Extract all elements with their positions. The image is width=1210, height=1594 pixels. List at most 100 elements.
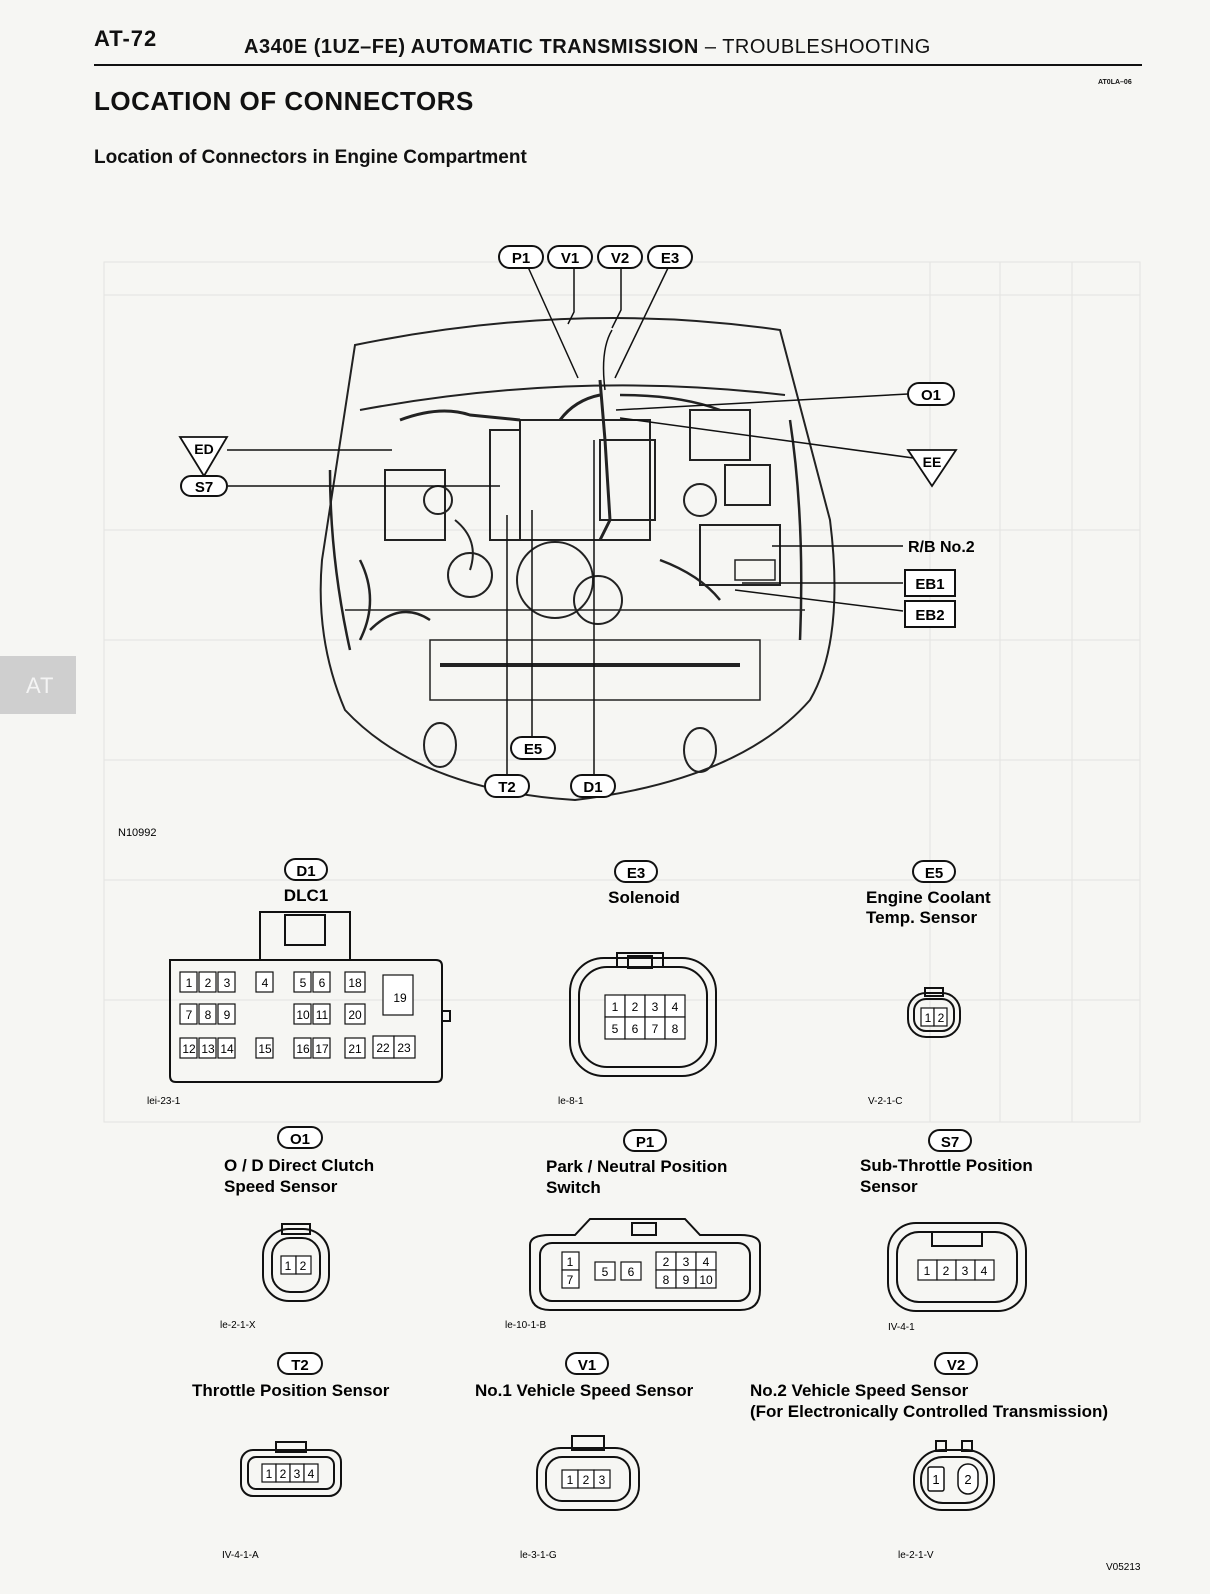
leader-lines: [227, 266, 929, 775]
connector-o1-name: O / D Direct Clutch: [224, 1156, 374, 1175]
v2-pin: 2: [964, 1472, 971, 1487]
page-number: AT-72: [94, 26, 158, 51]
connector-v1-code: V1: [578, 1357, 596, 1374]
relay-box-label: R/B No.2: [908, 539, 975, 556]
v1-pin: 3: [599, 1473, 606, 1487]
callout-e5-label: E5: [524, 741, 542, 758]
s7-pin: 2: [943, 1264, 950, 1278]
box-eb1-label: EB1: [915, 576, 944, 593]
d1-pin: 17: [315, 1042, 329, 1056]
e3-pin: 6: [632, 1022, 639, 1036]
e5-pin: 2: [938, 1011, 945, 1025]
callout-s7: S7: [180, 475, 228, 497]
triangle-ed: ED: [178, 436, 229, 478]
d1-pin: 6: [319, 976, 326, 990]
side-tab-label: AT: [26, 673, 55, 698]
triangle-ee: EE: [906, 449, 958, 488]
connector-v1-name: No.1 Vehicle Speed Sensor: [475, 1381, 694, 1400]
callout-t2: T2: [484, 774, 530, 798]
connector-p1-name: Park / Neutral Position: [546, 1157, 727, 1176]
header-rule: [94, 64, 1142, 66]
p1-pin: 1: [567, 1255, 574, 1269]
engine-compartment-drawing: [319, 317, 836, 802]
e3-pin: 8: [672, 1022, 679, 1036]
connector-v2-name: No.2 Vehicle Speed Sensor: [750, 1381, 969, 1400]
d1-pin: 8: [205, 1008, 212, 1022]
header-title-dash: –: [698, 36, 723, 58]
v2-pin: 1: [932, 1472, 939, 1487]
d1-pin: 19: [393, 991, 407, 1005]
callout-v1: V1: [547, 245, 593, 269]
t2-pin: 2: [280, 1467, 287, 1481]
callout-d1: D1: [570, 774, 616, 798]
connector-v1-ref: le-3-1-G: [520, 1550, 557, 1561]
d1-pin: 7: [186, 1008, 193, 1022]
connector-e5: E5 Engine Coolant Temp. Sensor 1 2 V-2-1…: [866, 860, 991, 1107]
d1-pin: 15: [258, 1042, 272, 1056]
connector-o1-ref: le-2-1-X: [220, 1320, 256, 1331]
p1-pin: 4: [703, 1255, 710, 1269]
connector-d1-name: DLC1: [284, 886, 328, 905]
connector-v2-code: V2: [947, 1357, 965, 1374]
connector-s7-ref: IV-4-1: [888, 1322, 915, 1333]
background-grid: [103, 261, 1141, 1123]
d1-pin: 3: [224, 976, 231, 990]
p1-pin: 3: [683, 1255, 690, 1269]
connector-e5-name2: Temp. Sensor: [866, 908, 978, 927]
p1-pin: 5: [602, 1265, 609, 1279]
v1-pin: 1: [567, 1473, 574, 1487]
d1-pin: 11: [316, 1008, 329, 1022]
connector-t2-code: T2: [291, 1357, 309, 1374]
d1-pin: 9: [224, 1008, 231, 1022]
callout-v1-label: V1: [561, 250, 579, 267]
p1-pin: 8: [663, 1273, 670, 1287]
connector-s7-code: S7: [941, 1134, 959, 1151]
callout-o1: O1: [907, 382, 955, 406]
side-tab: AT: [0, 656, 76, 714]
d1-pin: 18: [348, 976, 362, 990]
d1-pin: 12: [182, 1042, 196, 1056]
connector-e5-code: E5: [925, 865, 943, 882]
t2-pin: 4: [308, 1467, 315, 1481]
connector-p1-ref: le-10-1-B: [505, 1320, 546, 1331]
subtitle: Location of Connectors in Engine Compart…: [94, 147, 527, 168]
connector-p1-code: P1: [636, 1134, 654, 1151]
section-title: LOCATION OF CONNECTORS: [94, 86, 474, 116]
connector-p1: P1 Park / Neutral Position Switch 1 7 5 …: [505, 1129, 761, 1331]
e3-pin: 5: [612, 1022, 619, 1036]
connector-v2: V2 No.2 Vehicle Speed Sensor (For Electr…: [750, 1352, 1108, 1561]
d1-pin: 21: [348, 1042, 362, 1056]
callout-t2-label: T2: [498, 779, 516, 796]
box-eb1: EB1: [904, 569, 956, 597]
callout-v2: V2: [597, 245, 643, 269]
connector-d1-ref: lei-23-1: [147, 1096, 181, 1107]
connector-o1-code: O1: [290, 1131, 310, 1148]
figure-id: N10992: [118, 827, 157, 839]
d1-pin: 4: [262, 976, 269, 990]
o1-pin: 2: [300, 1259, 307, 1273]
e5-pin: 1: [925, 1011, 932, 1025]
e3-pin: 4: [672, 1000, 679, 1014]
triangle-ed-label: ED: [194, 441, 213, 457]
connector-e5-name: Engine Coolant: [866, 888, 991, 907]
header-title-section: TROUBLESHOOTING: [722, 36, 931, 58]
d1-pin: 5: [300, 976, 307, 990]
d1-pin: 16: [296, 1042, 310, 1056]
header-title-main: A340E (1UZ–FE) AUTOMATIC TRANSMISSION: [244, 36, 699, 58]
box-eb2-label: EB2: [915, 607, 944, 624]
box-eb2: EB2: [904, 600, 956, 628]
connector-e5-ref: V-2-1-C: [868, 1096, 902, 1107]
connector-e3-ref: le-8-1: [558, 1096, 584, 1107]
doc-code: AT0LA–06: [1098, 79, 1132, 86]
p1-pin: 10: [699, 1273, 713, 1287]
callout-p1: P1: [498, 245, 544, 269]
d1-pin: 22: [376, 1041, 390, 1055]
connector-t2: T2 Throttle Position Sensor 1 2 3 4 IV-4…: [192, 1352, 390, 1561]
callout-e5: E5: [510, 736, 556, 760]
connector-v2-ref: le-2-1-V: [898, 1550, 934, 1561]
triangle-ee-label: EE: [923, 454, 942, 470]
connector-d1: D1 DLC1 1: [147, 858, 451, 1107]
d1-pin: 2: [205, 976, 212, 990]
p1-pin: 2: [663, 1255, 670, 1269]
connector-e3: E3 Solenoid 1 2 3 4 5 6 7 8 le-8-1: [558, 860, 717, 1107]
